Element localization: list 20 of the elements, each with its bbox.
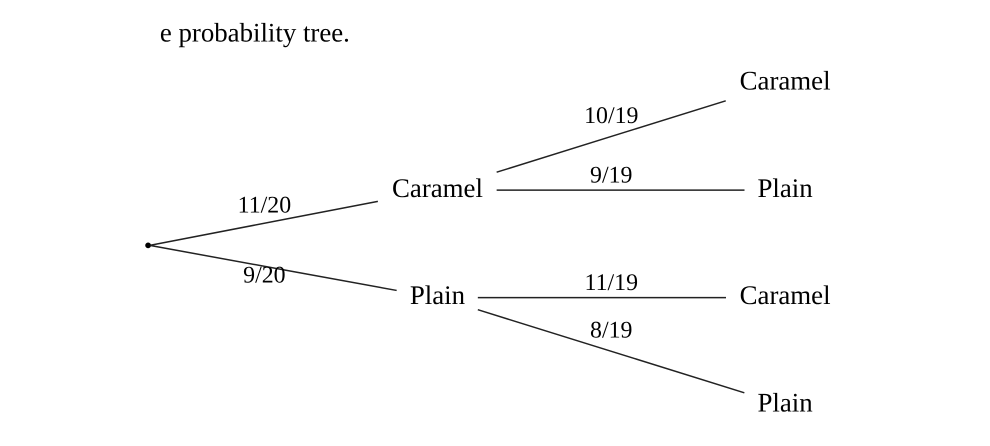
connector <box>496 189 745 191</box>
edge-label: 11/20 <box>238 192 292 218</box>
connector <box>478 296 726 298</box>
node-point <box>145 242 151 248</box>
connector <box>150 200 378 246</box>
node-text: Caramel <box>740 280 831 310</box>
edge-label: 9/19 <box>590 162 632 188</box>
edge-label: 8/19 <box>590 318 632 344</box>
node-text: Caramel <box>392 172 483 203</box>
node-text: Plain <box>410 280 466 310</box>
diagram-title: e probability tree. <box>160 18 350 48</box>
connector <box>478 309 745 394</box>
edge-label: 9/20 <box>243 262 286 288</box>
node-text: Plain <box>758 388 813 418</box>
node-text: Caramel <box>740 65 831 96</box>
connector <box>150 244 397 292</box>
connector <box>496 100 726 173</box>
edge-label: 11/19 <box>584 270 638 296</box>
node-text: Plain <box>758 172 813 203</box>
edge-label: 10/19 <box>584 102 638 129</box>
